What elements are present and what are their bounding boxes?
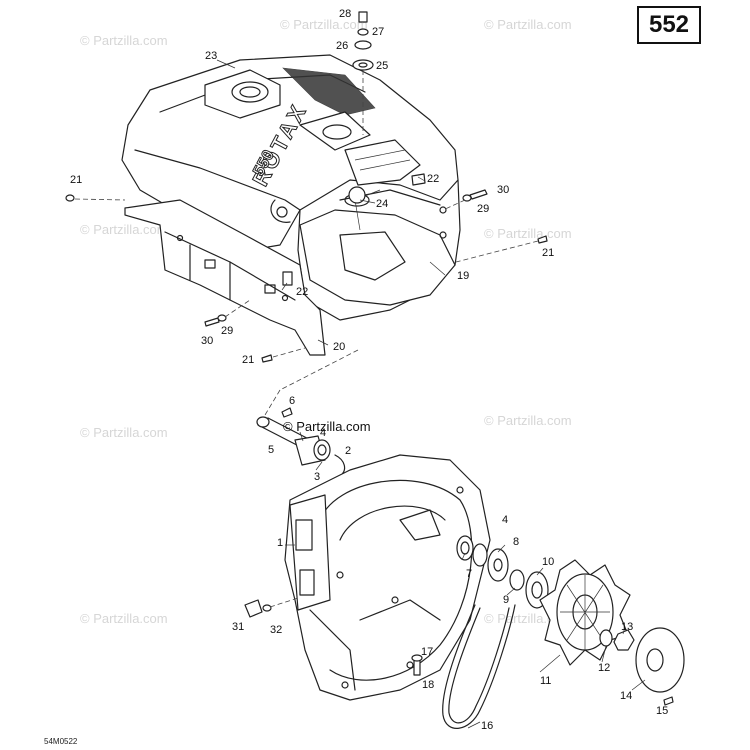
callout-8: 8 [513,536,520,548]
callout-9: 9 [503,594,510,606]
callout-23: 23 [205,50,218,62]
callout-30-left: 30 [201,335,214,347]
callout-leaders [216,59,646,729]
callout-17: 17 [421,646,434,658]
callout-29-right: 29 [477,203,490,215]
callout-4-top: 4 [320,427,327,439]
page-number-box: 552 [637,6,701,44]
callout-24: 24 [376,198,389,210]
callout-4-bottom: 4 [502,514,509,526]
cooling-fan [539,559,631,666]
watermark: © Partzilla.com [280,17,368,32]
callout-11: 11 [540,675,552,687]
fan-housing [284,454,491,701]
watermark: © Partzilla.com [484,17,572,32]
callout-28: 28 [339,8,352,20]
callout-30-right: 30 [497,184,510,196]
callout-26: 26 [336,40,349,52]
callout-1: 1 [277,537,284,549]
shroud-fasteners [65,173,548,363]
watermark: © Partzilla.com [80,33,168,48]
engine-cooling-shroud [121,54,461,321]
callout-19: 19 [457,270,470,282]
callout-21-bottom: 21 [242,354,255,366]
watermark: © Partzilla.com [80,222,168,237]
callout-15: 15 [656,705,669,717]
callout-29-left: 29 [221,325,234,337]
callout-22-bottom: 22 [296,286,309,298]
callout-27: 27 [372,26,385,38]
watermark: © Partzilla.com [80,425,168,440]
callout-25: 25 [376,60,389,72]
watermark: © Partzilla.com [484,226,572,241]
callout-21-right: 21 [542,247,555,259]
housing-fasteners [244,597,423,676]
callout-10: 10 [542,556,555,568]
callout-31: 31 [232,621,245,633]
watermark: © Partzilla.com [80,611,168,626]
callout-20: 20 [333,341,346,353]
callout-18: 18 [422,679,435,691]
fan-belt [442,604,516,729]
watermark-center: © Partzilla.com [283,419,371,434]
callout-14: 14 [620,690,633,702]
watermark: © Partzilla.com [484,413,572,428]
callout-5: 5 [268,444,275,456]
drawing-code: 54M0522 [44,737,78,746]
callout-6: 6 [289,395,296,407]
callout-13: 13 [621,621,634,633]
callout-21-left: 21 [70,174,83,186]
fan-shaft-assembly [256,407,346,477]
fan-nut-and-cap [599,627,685,706]
callout-3: 3 [314,471,321,483]
callout-22-top: 22 [427,173,440,185]
callout-32: 32 [270,624,283,636]
callout-12: 12 [598,662,611,674]
shroud-support-bracket [124,199,326,356]
callout-2: 2 [345,445,352,457]
callout-7: 7 [466,568,473,580]
fan-pulley-parts [456,535,549,609]
fastener-stack-top [352,11,374,135]
callout-16: 16 [481,720,494,732]
